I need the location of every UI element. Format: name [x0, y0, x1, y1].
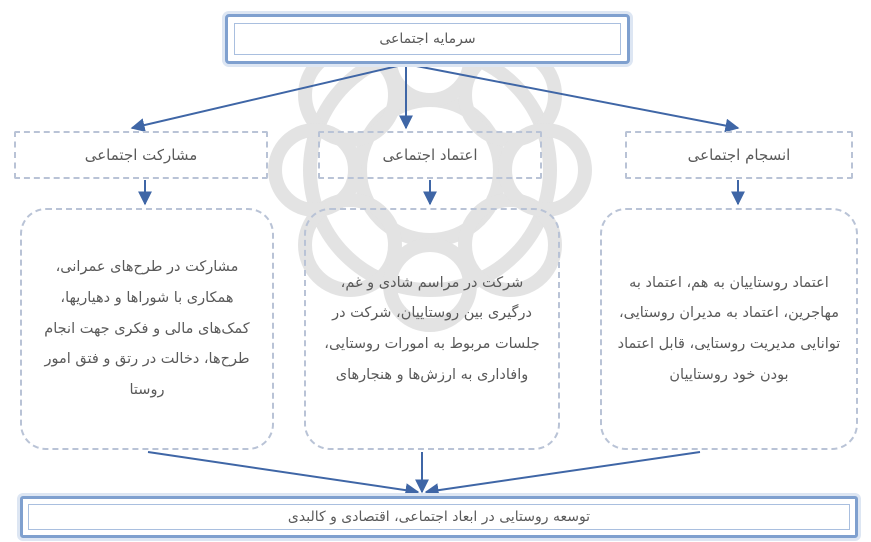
dimension-label-participation: مشارکت اجتماعی	[84, 146, 198, 164]
detail-text-cohesion: اعتماد روستاییان به هم، اعتماد به مهاجری…	[617, 274, 841, 383]
dimension-box-trust: اعتماد اجتماعی	[318, 131, 542, 179]
dimension-label-trust: اعتماد اجتماعی	[382, 146, 478, 164]
arrow-root-to-left	[130, 63, 407, 132]
arrow-left-to-outcome	[147, 451, 420, 498]
detail-box-cohesion: اعتماد روستاییان به هم، اعتماد به مهاجری…	[600, 208, 858, 450]
dimension-box-cohesion: انسجام اجتماعی	[625, 131, 853, 179]
detail-box-participation: مشارکت در طرح‌های عمرانی، همکاری با شورا…	[20, 208, 274, 450]
detail-text-trust: شرکت در مراسم شادی و غم، درگیری بین روست…	[324, 274, 540, 383]
detail-text-participation: مشارکت در طرح‌های عمرانی، همکاری با شورا…	[44, 259, 250, 399]
root-label: سرمایه اجتماعی	[379, 31, 476, 47]
dimension-label-cohesion: انسجام اجتماعی	[687, 146, 791, 164]
arrow-right-to-outcome	[424, 451, 701, 498]
outcome-node: توسعه روستایی در ابعاد اجتماعی، اقتصادی …	[20, 496, 858, 538]
root-node: سرمایه اجتماعی	[225, 14, 630, 64]
outcome-label: توسعه روستایی در ابعاد اجتماعی، اقتصادی …	[287, 509, 591, 525]
arrow-root-to-right	[405, 63, 740, 133]
dimension-box-participation: مشارکت اجتماعی	[14, 131, 268, 179]
detail-box-trust: شرکت در مراسم شادی و غم، درگیری بین روست…	[304, 208, 560, 450]
